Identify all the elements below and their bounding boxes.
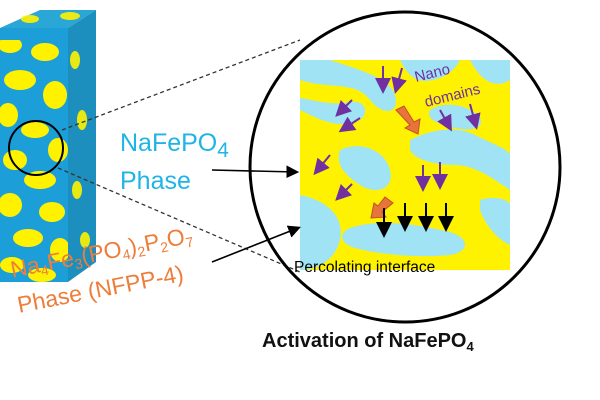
interface-arrows xyxy=(376,203,454,238)
zoom-view: Nano domains Percolating interface xyxy=(294,60,510,276)
nfp-phase-label: NaFePO4 Phase xyxy=(120,129,229,195)
nfp-domains xyxy=(300,60,510,270)
percolating-label: Percolating interface xyxy=(294,259,435,276)
orange-arrows xyxy=(370,105,421,219)
figure-caption: Activation of NaFePO4 xyxy=(262,330,474,354)
label-pointers xyxy=(211,165,301,263)
magnify-circle xyxy=(248,10,562,324)
nano-domain-arrows xyxy=(313,66,481,201)
zoom-lines xyxy=(57,39,301,273)
material-cube xyxy=(0,10,96,282)
